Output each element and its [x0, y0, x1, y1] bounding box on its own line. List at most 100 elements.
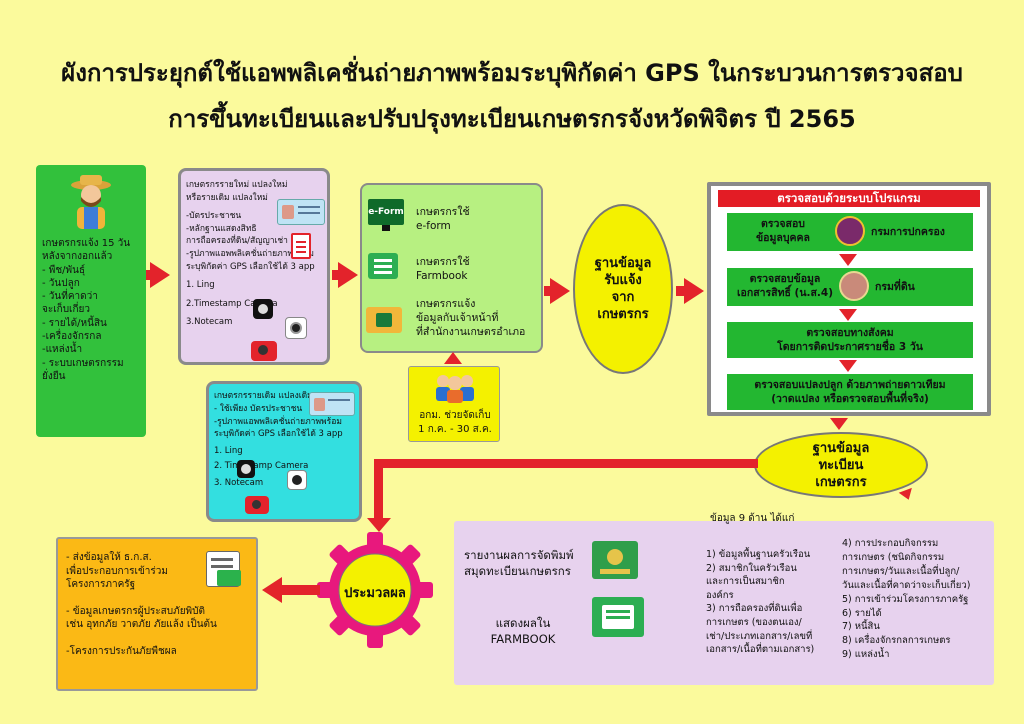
arrow-down: [830, 418, 848, 430]
farmer-line: - พืช/พันธุ์: [42, 264, 86, 276]
channels-box: e-Form เกษตรกรใช้ e-form เกษตรกรใช้ Farm…: [360, 183, 543, 353]
volunteer-line: 1 ก.ค. - 30 ส.ค.: [418, 424, 492, 435]
verify-box: ตรวจสอบด้วยระบบโปรแกรม ตรวจสอบ ข้อมูลบุค…: [707, 182, 991, 416]
farmer-line: - รายได้/หนี้สิน: [42, 317, 107, 329]
output-line: - ส่งข้อมูลให้ ธ.ก.ส.: [66, 552, 152, 563]
old-farmer-line: 3. Notecam: [214, 477, 264, 488]
output-line: โครงการภาครัฐ: [66, 579, 136, 590]
volunteer-box: อกม. ช่วยจัดเก็บ 1 ก.ค. - 30 ส.ค.: [408, 366, 500, 442]
farmer-line: เกษตรกรแจ้ง 15 วัน: [42, 238, 131, 249]
verify-step-4: ตรวจสอบแปลงปลูก ด้วยภาพถ่ายดาวเทียม (วาด…: [727, 374, 973, 410]
old-farmer-line: ระบุพิกัดค่า GPS เลือกใช้ได้ 3 app: [214, 429, 343, 440]
info-item: 2) สมาชิกในครัวเรือน: [706, 562, 797, 574]
arrow-down: [839, 360, 857, 372]
title-line1: ผังการประยุกต์ใช้แอพพลิเคชั่นถ่ายภาพพร้อ…: [61, 59, 963, 87]
ling-app-icon: [253, 299, 273, 319]
info-item: 1) ข้อมูลพื้นฐานครัวเรือน: [706, 549, 811, 560]
report-heading: ข้อมูล 9 ด้าน ได้แก่: [710, 513, 795, 524]
channel-line: เกษตรกรใช้: [416, 256, 470, 268]
info-item: 8) เครื่องจักรกลการเกษตร: [842, 635, 951, 647]
farmer-icon: [69, 173, 113, 231]
new-farmer-line: 1. Ling: [186, 280, 215, 291]
new-farmer-line: 3.Notecam: [186, 317, 233, 328]
new-farmer-line: -รูปภาพแอพพลิเคชั่นถ่ายภาพพร้อม: [186, 248, 314, 259]
verify-step-3: ตรวจสอบทางสังคม โดยการติดประกาศรายชื่อ 3…: [727, 322, 973, 358]
database-line: ฐานข้อมูล: [594, 256, 652, 271]
channel-line: e-form: [416, 220, 451, 232]
channel-line: ที่สำนักงานเกษตรอำเภอ: [416, 326, 526, 338]
verify-header: ตรวจสอบด้วยระบบโปรแกรม: [718, 190, 980, 207]
document-icon: [291, 233, 311, 259]
database-line: รับแจ้ง: [604, 273, 642, 288]
info-item: 6) รายได้: [842, 607, 882, 619]
volunteers-icon: [433, 373, 477, 403]
farmer-line: ยั่งยืน: [42, 370, 66, 382]
id-card-icon: [309, 392, 355, 416]
id-card-icon: [277, 199, 325, 225]
ling-app-icon: [237, 460, 255, 478]
info-item: 7) หนี้สิน: [842, 621, 880, 633]
farmer-box: เกษตรกรแจ้ง 15 วัน หลังจากงอกแล้ว - พืช/…: [36, 165, 146, 437]
report-line: สมุดทะเบียนเกษตรกร: [464, 564, 571, 578]
info-item: การเกษตร (ชนิดกิจกรรม: [842, 551, 945, 563]
farmer-line: หลังจากงอกแล้ว: [42, 251, 113, 263]
arrow-right: [338, 262, 358, 288]
channel-line: เกษตรกรแจ้ง: [416, 298, 476, 310]
old-farmer-line: 2. Timestamp Camera: [214, 460, 309, 471]
report-line: รายงานผลการจัดพิมพ์: [464, 548, 574, 562]
report-box: รายงานผลการจัดพิมพ์ สมุดทะเบียนเกษตรกร แ…: [454, 521, 994, 685]
info-item: 4) การประกอบกิจกรรม: [842, 538, 939, 549]
show-line: FARMBOOK: [490, 632, 556, 646]
new-farmer-line: -หลักฐานแสดงสิทธิ: [186, 223, 257, 234]
arrow-down: [839, 309, 857, 321]
camera-icon: [287, 470, 307, 490]
eform-icon: e-Form: [368, 199, 404, 233]
arrow-right: [684, 278, 704, 304]
channel-line: Farmbook: [416, 270, 468, 282]
folder-icon: [366, 303, 402, 333]
process-label: ประมวลผล: [344, 586, 406, 601]
channel-line: ข้อมูลกับเจ้าหน้าที่: [416, 312, 499, 324]
info-item: วันและเนื้อที่คาดว่าจะเก็บเกี่ยว): [842, 579, 971, 591]
arrow-up: [444, 352, 462, 364]
farmer-line: - วันปลูก: [42, 277, 80, 289]
volunteer-line: อกม. ช่วยจัดเก็บ: [419, 410, 491, 421]
output-line: -โครงการประกันภัยพืชผล: [66, 645, 177, 657]
info-item: การเกษตร/วันและเนื้อที่ปลูก/: [842, 565, 960, 577]
output-line: เช่น อุทกภัย วาตภัย ภัยแล้ง เป็นต้น: [66, 619, 217, 630]
dopa-seal-icon: [835, 216, 865, 246]
registry-ellipse: ฐานข้อมูล ทะเบียน เกษตรกร: [754, 432, 928, 498]
arrow-right: [550, 278, 570, 304]
new-farmer-line: เกษตรกรรายใหม่ แปลงใหม่: [186, 180, 288, 190]
new-farmer-line: ระบุพิกัดค่า GPS เลือกใช้ได้ 3 app: [186, 261, 315, 272]
verify-org: กรมการปกครอง: [871, 226, 945, 238]
new-farmer-box: เกษตรกรรายใหม่ แปลงใหม่ หรือรายเดิม แปลง…: [178, 168, 330, 365]
info-item: การเกษตร (ของตนเอง/: [706, 616, 802, 628]
arrow-down: [898, 487, 916, 503]
registry-line: ฐานข้อมูล: [812, 440, 870, 456]
channel-line: เกษตรกรใช้: [416, 206, 470, 218]
verify-org: กรมที่ดิน: [875, 281, 915, 293]
registry-book-icon: [592, 541, 638, 579]
new-farmer-line: การถือครองที่ดิน/สัญญาเช่า: [186, 236, 288, 247]
arrow-down: [367, 518, 391, 532]
output-line: - ข้อมูลเกษตรกรผู้ประสบภัยพิบัติ: [66, 605, 205, 617]
notecam-icon: [245, 496, 269, 514]
database-line: จาก: [611, 290, 635, 305]
output-box: - ส่งข้อมูลให้ ธ.ก.ส. เพื่อประกอบการเข้า…: [56, 537, 258, 691]
info-item: และการเป็นสมาชิก: [706, 576, 785, 588]
new-farmer-line: -บัตรประชาชน: [186, 211, 242, 222]
new-farmer-line: หรือรายเดิม แปลงใหม่: [186, 192, 268, 203]
old-farmer-line: -รูปภาพแอพพลิเคชั่นถ่ายภาพพร้อม: [214, 416, 342, 427]
farmer-line: จะเก็บเกี่ยว: [42, 304, 90, 316]
notecam-icon: [251, 341, 277, 361]
old-farmer-line: เกษตรกรรายเดิม แปลงเดิม: [214, 391, 313, 401]
arrow-down: [839, 254, 857, 266]
old-farmer-line: 1. Ling: [214, 446, 243, 457]
old-farmer-box: เกษตรกรรายเดิม แปลงเดิม - ใช้เพียง บัตรป…: [206, 381, 362, 522]
farmbook-icon: [368, 253, 398, 279]
info-item: เอกสาร/เนื้อที่ตามเอกสาร): [706, 644, 815, 656]
info-item: 3) การถือครองที่ดินเพื่อ: [706, 603, 803, 615]
registry-line: ทะเบียน: [818, 457, 864, 473]
new-farmer-line: 2.Timestamp Camera: [186, 298, 278, 309]
